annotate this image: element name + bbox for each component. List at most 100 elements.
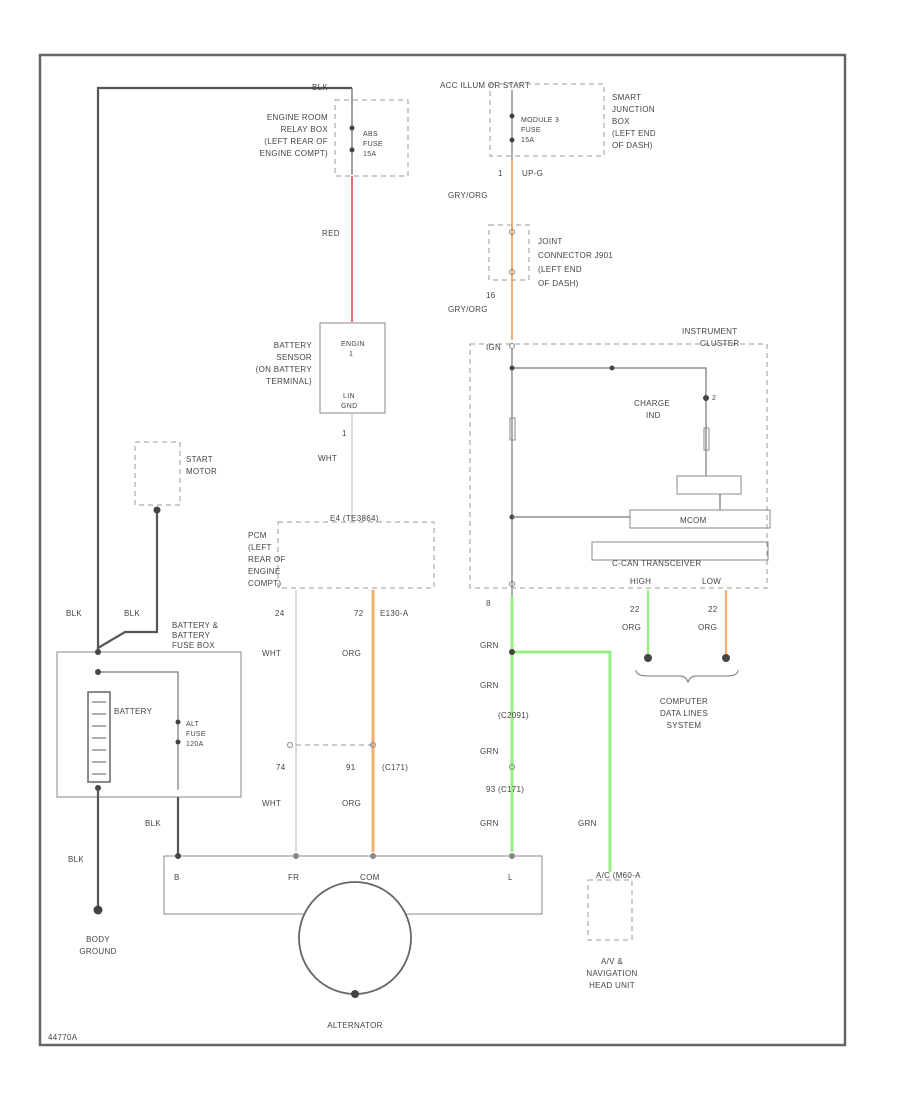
label-connector-c2: (C2091)	[498, 711, 529, 720]
label-pcm-5: COMPT)	[248, 579, 281, 588]
module-fuse-pin-bottom	[509, 137, 515, 143]
label-instrument-cluster-2: CLUSTER	[700, 339, 739, 348]
label-blk-a: BLK	[66, 609, 82, 618]
alt-terminal-b	[175, 853, 181, 859]
label-engine-room-3: (LEFT REAR OF	[264, 137, 328, 146]
label-joint-connector-1: JOINT	[538, 237, 563, 246]
label-computer-data-3: SYSTEM	[667, 721, 702, 730]
label-joint-connector-4: OF DASH)	[538, 279, 579, 288]
label-smart-junction-5: OF DASH)	[612, 141, 653, 150]
alt-fuse-pin-top	[175, 719, 181, 725]
label-pin-16: 16	[486, 291, 496, 300]
label-body-ground-1: BODY	[86, 935, 110, 944]
abs-fuse-pin-bottom	[349, 147, 355, 153]
label-wht-1: WHT	[318, 454, 337, 463]
label-body-ground-2: GROUND	[79, 947, 116, 956]
label-av-nav-3: HEAD UNIT	[589, 981, 635, 990]
alternator-symbol	[298, 881, 412, 995]
label-module-fuse-2: FUSE	[521, 127, 541, 134]
label-pin-22b: 22	[708, 605, 718, 614]
cluster-pin-8	[509, 581, 515, 587]
alternator-ground	[351, 990, 359, 998]
computer-data-bracket	[635, 669, 739, 684]
label-pin-1b: 1	[498, 169, 503, 178]
start-motor-box	[134, 441, 181, 506]
wire-grn-av	[512, 650, 612, 872]
smart-junction-box	[489, 83, 605, 157]
label-pin-24: 24	[275, 609, 285, 618]
label-av-nav-2: NAVIGATION	[586, 969, 637, 978]
label-sensor-bottom-2: GND	[341, 403, 357, 410]
connector-pin-91	[370, 742, 376, 748]
label-grn-1: GRN	[480, 641, 499, 650]
label-battery-fuse-box-2: BATTERY	[172, 631, 211, 640]
label-pin-74: 74	[276, 763, 286, 772]
label-can-high: HIGH	[630, 577, 651, 586]
label-computer-data-1: COMPUTER	[660, 697, 708, 706]
label-blk-d: BLK	[68, 855, 84, 864]
label-alternator: ALTERNATOR	[327, 1021, 382, 1030]
instrument-cluster-box	[469, 343, 768, 589]
joint-pin-bottom	[509, 269, 515, 275]
can-high-terminal	[644, 654, 652, 662]
label-ign-org: IGN	[486, 343, 501, 352]
label-connector-e2: E130-A	[380, 609, 409, 618]
label-wht-3: WHT	[262, 799, 281, 808]
label-pcm-3: REAR OF	[248, 555, 286, 564]
label-abs-fuse-1: ABS	[363, 131, 378, 138]
label-grn-5: GRN	[578, 819, 597, 828]
can-low-terminal	[722, 654, 730, 662]
alt-terminal-fr	[293, 853, 299, 859]
battery-fuse-box	[56, 651, 242, 798]
start-motor-terminal	[153, 506, 161, 514]
label-wht-2: WHT	[262, 649, 281, 658]
label-battery-sensor-3: (ON BATTERY	[256, 365, 313, 374]
label-charge-ind-1: CHARGE	[634, 399, 670, 408]
wire-blk-start-motor	[97, 510, 159, 649]
body-ground-terminal	[93, 905, 103, 915]
label-alt-b: B	[174, 873, 180, 882]
label-pin-8: 8	[486, 599, 491, 608]
label-module-fuse-3: 15A	[521, 137, 534, 144]
label-red: RED	[322, 229, 340, 238]
connector-pin-93	[509, 764, 515, 770]
label-engine-room-2: RELAY BOX	[281, 125, 329, 134]
grn-splice	[509, 649, 515, 655]
label-grn-3: GRN	[480, 747, 499, 756]
can-transceiver-box	[591, 541, 769, 561]
battery-internal-wire	[98, 671, 179, 790]
label-module-fuse-1: MODULE 3	[521, 117, 559, 124]
alt-terminal-com	[370, 853, 376, 859]
label-alt-fr: FR	[288, 873, 299, 882]
label-smart-junction-3: BOX	[612, 117, 630, 126]
label-start-motor-2: MOTOR	[186, 467, 217, 476]
label-connector-c3: 93 (C171)	[486, 785, 524, 794]
label-alt-fuse-1: ALT	[186, 721, 200, 728]
svg-text:RELAY BOX: RELAY BOX	[281, 125, 329, 134]
label-joint-connector-3: (LEFT END	[538, 265, 582, 274]
battery-junction-upper	[95, 669, 101, 675]
label-blk-top: BLK	[312, 83, 328, 92]
label-battery-fuse-box-3: FUSE BOX	[172, 641, 215, 650]
label-bottom-code: 44770A	[48, 1033, 78, 1042]
cluster-input-pin	[509, 343, 515, 349]
label-grn-4: GRN	[480, 819, 499, 828]
label-can-transceiver: C-CAN TRANSCEIVER	[612, 559, 701, 568]
label-battery: BATTERY	[114, 707, 153, 716]
label-gry-org-1: GRY/ORG	[448, 191, 488, 200]
label-computer-data-2: DATA LINES	[660, 709, 708, 718]
label-pin-91: 91	[346, 763, 356, 772]
wire-blk-main	[96, 86, 352, 650]
svg-text:(LEFT REAR OF: (LEFT REAR OF	[264, 137, 328, 146]
label-battery-sensor-1: BATTERY	[274, 341, 313, 350]
svg-text:ENGINE ROOM: ENGINE ROOM	[267, 113, 328, 122]
battery-symbol	[87, 691, 111, 783]
label-pcm-2: (LEFT	[248, 543, 272, 552]
label-joint-connector-2: CONNECTOR J901	[538, 251, 613, 260]
engine-room-relay-box	[334, 99, 409, 177]
abs-fuse-pin-top	[349, 125, 355, 131]
battery-box-junction	[95, 649, 101, 655]
label-mcu: MCOM	[680, 516, 707, 525]
joint-pin-top	[509, 229, 515, 235]
cluster-junction-a	[509, 365, 515, 371]
